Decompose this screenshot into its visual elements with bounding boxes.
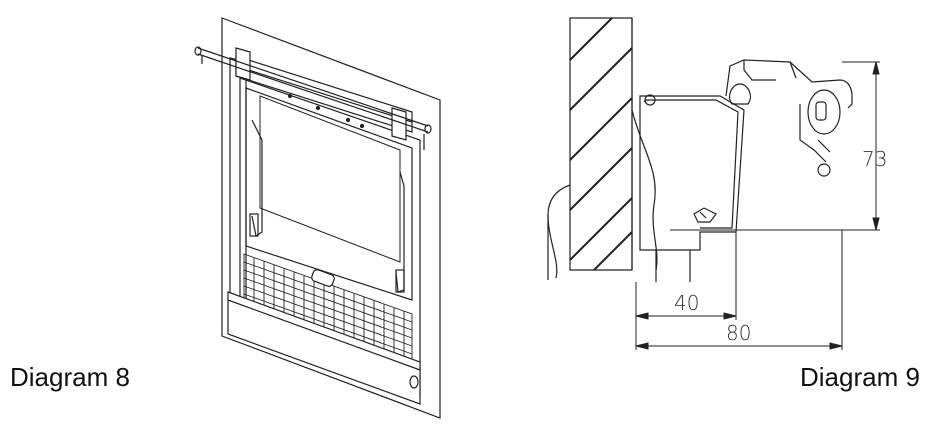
roller-cassette xyxy=(227,291,421,405)
rail-block xyxy=(235,47,251,81)
glass-pane xyxy=(259,95,401,263)
window-profile xyxy=(639,95,745,251)
dimension-lines xyxy=(635,61,880,350)
blind-handle xyxy=(311,269,335,287)
window-frame-inner xyxy=(245,87,413,301)
rail-block-2 xyxy=(391,107,407,141)
diagram-8-drawing xyxy=(194,17,441,419)
clip-profile xyxy=(725,59,853,109)
wall-section xyxy=(569,17,633,271)
rod xyxy=(197,47,429,127)
wall-hatch xyxy=(569,17,633,271)
diagram-9-label: Diagram 9 xyxy=(800,362,920,392)
diagram-9-drawing xyxy=(547,17,853,282)
hook-oval xyxy=(807,89,841,135)
diagram-8-label: Diagram 8 xyxy=(10,362,130,392)
dimension-73: 73 xyxy=(862,147,887,171)
dimension-40: 40 xyxy=(674,291,699,315)
dimension-80: 80 xyxy=(726,321,751,345)
